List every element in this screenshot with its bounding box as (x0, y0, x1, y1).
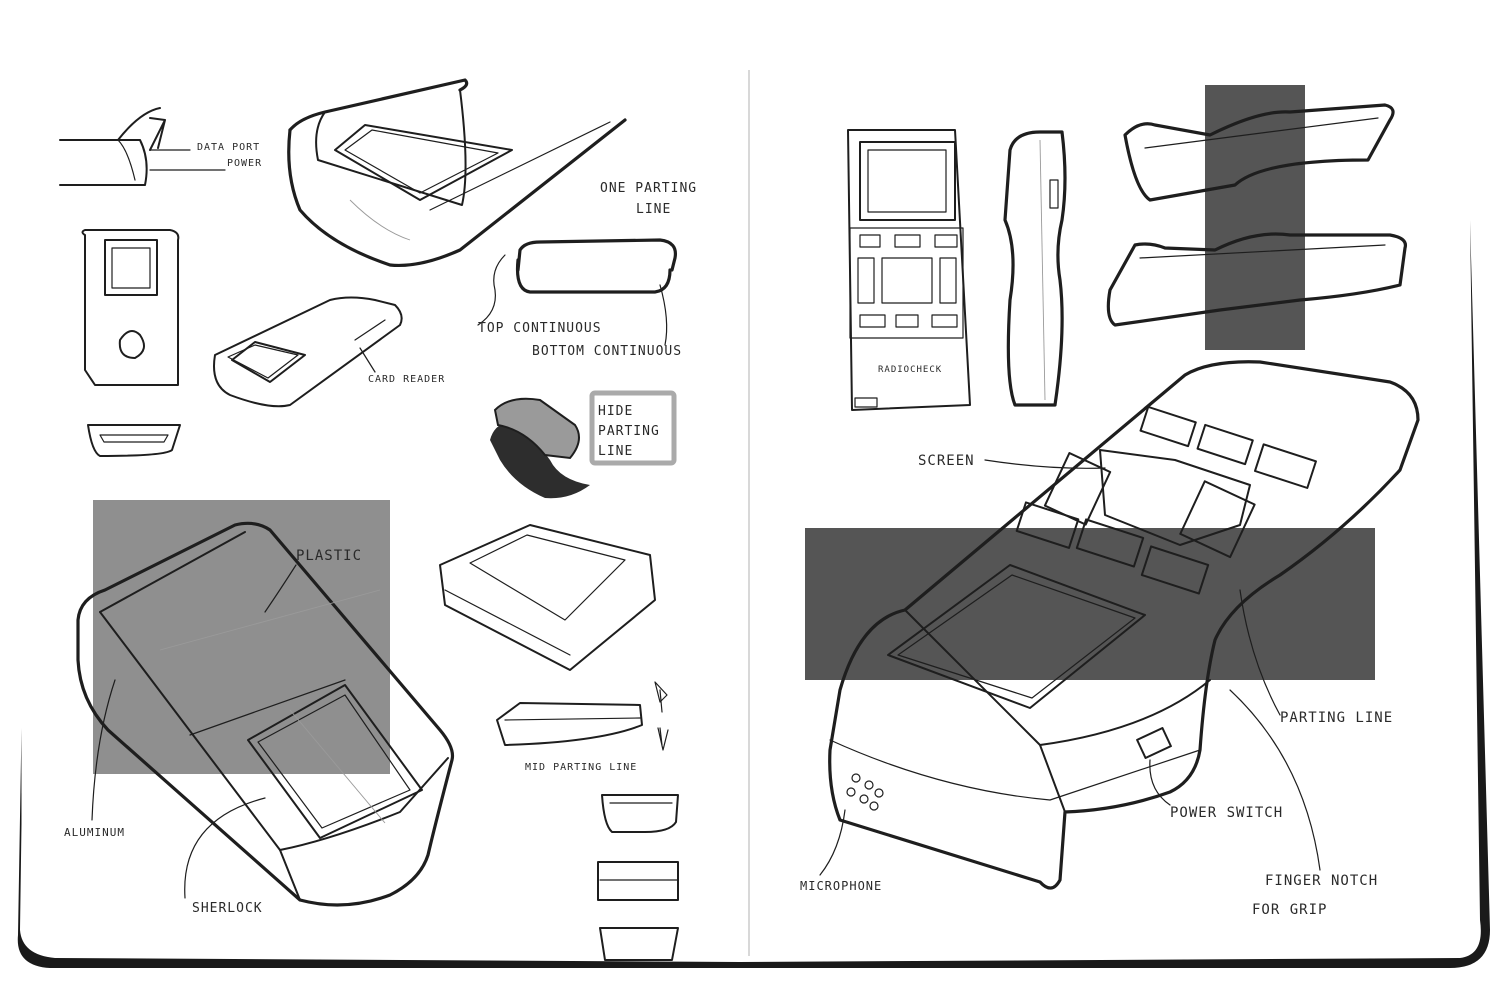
data-port-sketch (59, 107, 226, 186)
label-finger-notch-2: FOR GRIP (1252, 902, 1327, 918)
label-card-reader: CARD READER (368, 374, 445, 385)
mid-parting-line-device (439, 524, 669, 751)
left-annotations: DATA PORT POWER ONE PARTING LINE TOP CON… (64, 142, 697, 916)
label-aluminum: ALUMINUM (64, 826, 125, 839)
hide-parting-line-box (589, 390, 677, 466)
label-parting-line: PARTING LINE (1280, 710, 1393, 726)
card-reader-device (213, 296, 403, 408)
end-profiles (597, 794, 679, 961)
top-continuous-shell (477, 238, 678, 346)
dark-diagonal-block (805, 528, 1375, 680)
microphone-holes (846, 773, 884, 811)
shell-explode-view (1106, 85, 1408, 350)
front-view-device (81, 229, 181, 457)
plastic-aluminum-device (76, 500, 455, 907)
label-one-parting-1: ONE PARTING (600, 181, 697, 196)
label-plastic: PLASTIC (296, 548, 362, 564)
radiocheck-front-view: RADIOCHECK (847, 129, 971, 411)
label-data-port: DATA PORT (197, 142, 260, 153)
label-power-switch: POWER SWITCH (1170, 805, 1283, 821)
one-parting-line-device (287, 78, 627, 268)
label-bottom-continuous: BOTTOM CONTINUOUS (532, 344, 682, 359)
main-device-render (805, 360, 1420, 890)
label-microphone: MICROPHONE (800, 879, 882, 893)
label-radiocheck: RADIOCHECK (878, 365, 942, 375)
label-top-continuous: TOP CONTINUOUS (478, 321, 602, 336)
label-hide-3: LINE (598, 444, 633, 459)
label-mid-parting: MID PARTING LINE (525, 762, 637, 773)
right-annotations: SCREEN PARTING LINE POWER SWITCH MICROPH… (800, 453, 1393, 918)
label-sherlock: SHERLOCK (192, 901, 263, 916)
label-hide-2: PARTING (598, 424, 660, 439)
label-hide-1: HIDE (598, 404, 633, 419)
hide-parting-line-piece (490, 390, 677, 499)
radiocheck-side-view (1003, 130, 1067, 407)
label-power: POWER (227, 158, 262, 169)
label-screen: SCREEN (918, 453, 975, 469)
label-one-parting-2: LINE (636, 202, 671, 217)
gray-block-left (93, 500, 390, 774)
label-finger-notch-1: FINGER NOTCH (1265, 873, 1378, 889)
